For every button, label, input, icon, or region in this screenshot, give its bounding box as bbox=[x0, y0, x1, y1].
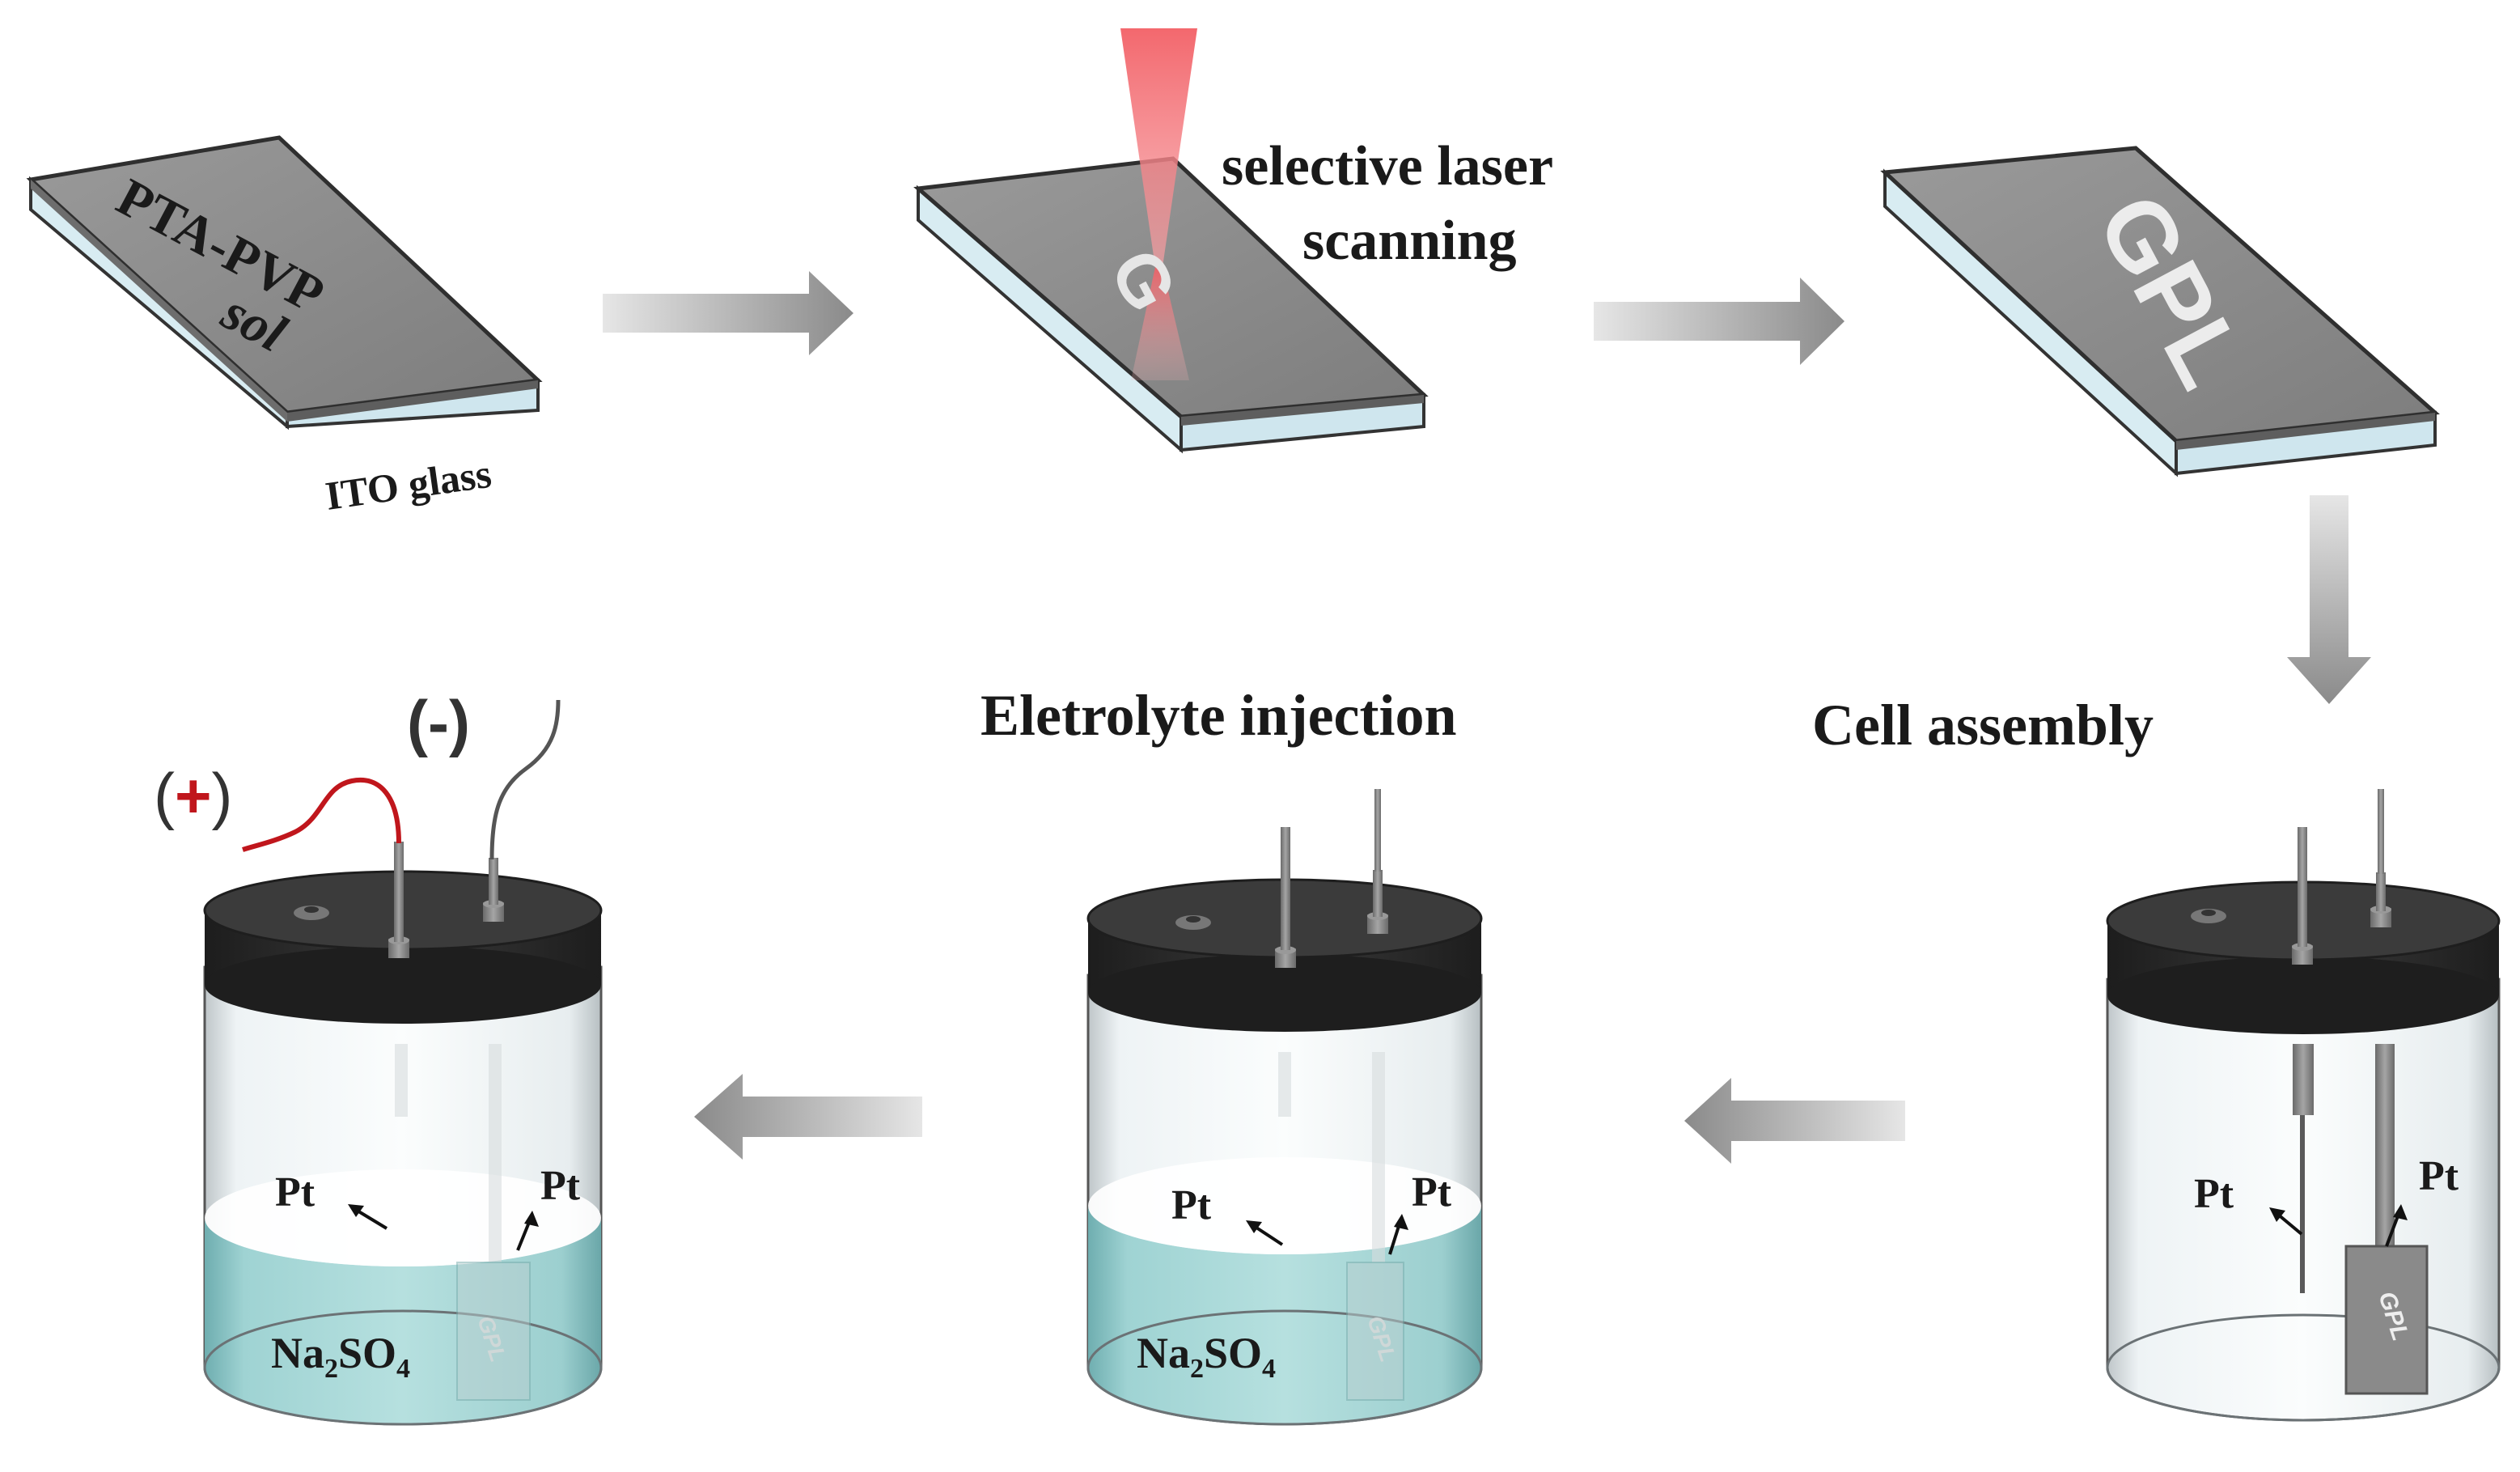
assembly-caption: Cell assembly bbox=[1812, 693, 2154, 757]
cell-assembly-pt-right: Pt bbox=[2419, 1153, 2459, 1199]
injection-caption: Eletrolyte injection bbox=[980, 683, 1457, 748]
cell-test-pt-right: Pt bbox=[540, 1163, 581, 1209]
cell-test-pt-left: Pt bbox=[275, 1169, 316, 1215]
cell-injection-pt-left: Pt bbox=[1171, 1182, 1212, 1228]
cell-injection-electrolyte: Na2SO4 bbox=[1137, 1329, 1276, 1384]
cell-test: GPL Pt Pt Na2SO4 (+) (-) bbox=[154, 687, 603, 1426]
laser-caption-line2: scanning bbox=[1302, 210, 1517, 272]
laser-caption-line1: selective laser bbox=[1222, 135, 1553, 197]
cell-assembly-pt-left: Pt bbox=[2194, 1171, 2234, 1217]
arrow-left-2 bbox=[694, 1074, 922, 1160]
positive-wire bbox=[242, 777, 401, 852]
arrow-right-2 bbox=[1594, 278, 1844, 365]
negative-terminal-label: (-) bbox=[407, 687, 470, 758]
substrate-label: ITO glass bbox=[323, 451, 494, 519]
gpl-sample bbox=[2344, 1245, 2429, 1395]
arrow-left-1 bbox=[1684, 1078, 1905, 1164]
cell-injection-pt-right: Pt bbox=[1412, 1169, 1452, 1215]
slide-coated: PTA-PVP sol ITO glass bbox=[26, 135, 543, 519]
positive-terminal-label: (+) bbox=[154, 760, 233, 831]
negative-wire bbox=[489, 699, 561, 860]
cell-test-electrolyte: Na2SO4 bbox=[271, 1329, 410, 1384]
laser-beam bbox=[1120, 28, 1197, 267]
slide-laser: G selective laser scanning bbox=[913, 28, 1553, 454]
slide-patterned: GPL bbox=[1880, 146, 2440, 477]
cell-injection: GPL Pt Pt Na2SO4 bbox=[1086, 789, 1483, 1426]
arrow-down bbox=[2287, 495, 2371, 704]
arrow-right-1 bbox=[603, 271, 853, 355]
cell-assembly: GPL Pt Pt bbox=[2106, 789, 2501, 1422]
